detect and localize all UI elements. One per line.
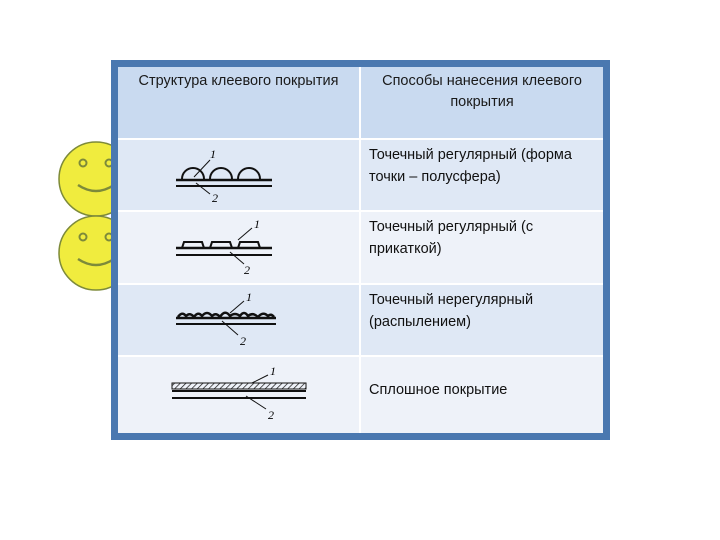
table-frame: Структура клеевого покрытия Способы нане… [111, 60, 610, 440]
label-1: 1 [246, 291, 252, 304]
table-row: 1 2 [118, 285, 359, 355]
method-text: Точечный регулярный (форма точки – полус… [369, 147, 572, 185]
regular-dot-rolled-diagram: 1 2 [176, 218, 272, 276]
label-1: 1 [254, 218, 260, 231]
regular-dot-hemisphere-diagram: 1 2 [176, 147, 272, 204]
label-2: 2 [268, 408, 274, 422]
header-structure-label: Структура клеевого покрытия [138, 73, 339, 89]
header-methods-label: Способы нанесения клеевого покрытия [382, 73, 582, 110]
table-row: Сплошное покрытие [361, 357, 603, 433]
irregular-dot-spray-diagram: 1 2 [176, 291, 276, 348]
method-text: Точечный нерегулярный (распылением) [369, 292, 534, 330]
method-text: Точечный регулярный (с прикаткой) [369, 219, 534, 257]
method-text: Сплошное покрытие [369, 382, 508, 398]
label-2: 2 [212, 191, 218, 204]
label-1: 1 [210, 147, 216, 161]
table-row: 1 2 [118, 357, 359, 433]
table-row: 1 2 [118, 212, 359, 283]
header-methods: Способы нанесения клеевого покрытия [361, 67, 603, 138]
table-row: Точечный нерегулярный (распылением) [361, 285, 603, 355]
table-row: Точечный регулярный (с прикаткой) [361, 212, 603, 283]
coating-table: Структура клеевого покрытия Способы нане… [118, 67, 603, 433]
label-2: 2 [240, 334, 246, 348]
label-2: 2 [244, 263, 250, 276]
table-row: Точечный регулярный (форма точки – полус… [361, 140, 603, 210]
header-structure: Структура клеевого покрытия [118, 67, 359, 138]
table-row: 1 2 [118, 140, 359, 210]
continuous-coating-diagram: 1 2 [171, 364, 307, 422]
label-1: 1 [270, 364, 276, 378]
